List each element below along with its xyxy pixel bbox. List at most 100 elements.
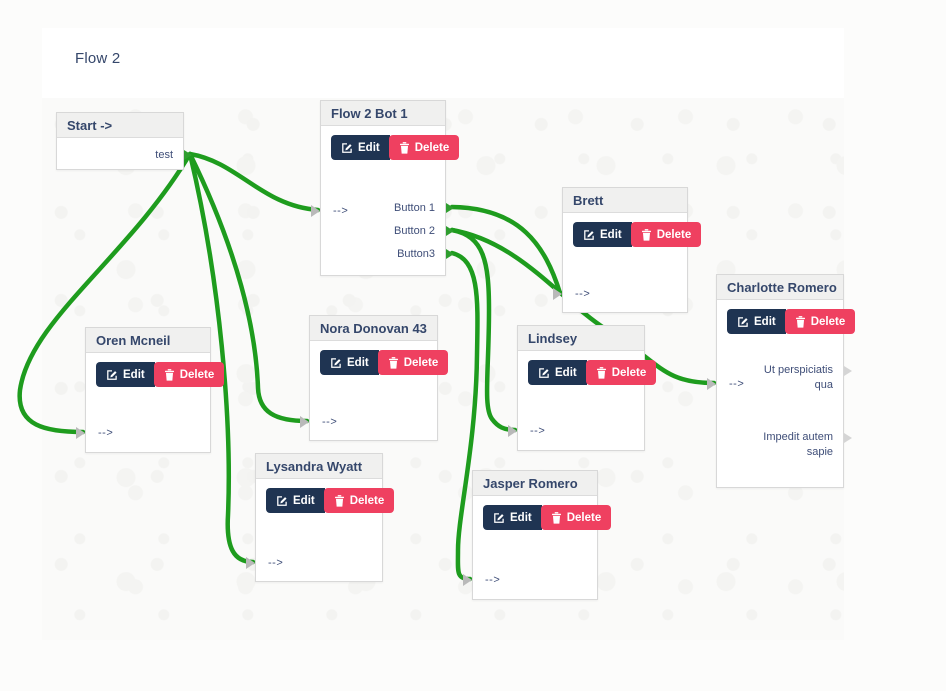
node-actions: Edit Delete bbox=[528, 360, 657, 385]
edit-button[interactable]: Edit bbox=[331, 135, 390, 160]
edit-button[interactable]: Edit bbox=[573, 222, 632, 247]
input-port-label: --> bbox=[575, 288, 591, 300]
delete-button[interactable]: Delete bbox=[784, 309, 856, 334]
trash-icon bbox=[334, 494, 344, 507]
input-port-icon[interactable] bbox=[246, 557, 255, 569]
trash-icon bbox=[641, 228, 651, 241]
node-title: Lindsey bbox=[518, 326, 644, 351]
delete-button-label: Delete bbox=[810, 315, 846, 328]
edit-button[interactable]: Edit bbox=[528, 360, 587, 385]
node-title: Charlotte Romero bbox=[717, 275, 843, 300]
delete-button[interactable]: Delete bbox=[153, 362, 225, 387]
output-port-icon[interactable] bbox=[844, 433, 852, 443]
delete-button[interactable]: Delete bbox=[377, 350, 449, 375]
input-port-row: --> bbox=[463, 569, 597, 591]
output-port-label: test bbox=[155, 149, 173, 161]
input-port-row: --> bbox=[300, 411, 437, 433]
flow-header: Flow 2 bbox=[42, 28, 844, 98]
page-title: Flow 2 bbox=[75, 50, 121, 67]
output-port-row: Button3 bbox=[321, 243, 454, 265]
input-port-row: --> bbox=[246, 552, 382, 574]
node-actions: Edit Delete bbox=[483, 505, 612, 530]
input-port-row: --> bbox=[553, 283, 687, 305]
delete-button-label: Delete bbox=[611, 366, 647, 379]
edit-button-label: Edit bbox=[123, 368, 145, 381]
node-actions: Edit Delete bbox=[266, 488, 395, 513]
pencil-square-icon bbox=[539, 367, 549, 378]
delete-button[interactable]: Delete bbox=[540, 505, 612, 530]
delete-button[interactable]: Delete bbox=[585, 360, 657, 385]
edit-button-label: Edit bbox=[347, 356, 369, 369]
output-port-row: Button 2 bbox=[321, 220, 454, 242]
input-port-label: --> bbox=[485, 574, 501, 586]
edit-button-label: Edit bbox=[358, 141, 380, 154]
node-title: Lysandra Wyatt bbox=[256, 454, 382, 479]
input-port-icon[interactable] bbox=[508, 425, 517, 437]
output-port-row: Button 1 bbox=[321, 197, 454, 219]
output-port-row: Impedit autem sapie bbox=[747, 430, 852, 460]
trash-icon bbox=[795, 315, 805, 328]
trash-icon bbox=[164, 368, 174, 381]
input-port-icon[interactable] bbox=[707, 378, 716, 390]
trash-icon bbox=[596, 366, 606, 379]
pencil-square-icon bbox=[107, 369, 117, 380]
trash-icon bbox=[399, 141, 409, 154]
node-actions: Edit Delete bbox=[573, 222, 702, 247]
delete-button[interactable]: Delete bbox=[323, 488, 395, 513]
input-port-icon[interactable] bbox=[553, 288, 562, 300]
output-port-row: test bbox=[57, 144, 192, 166]
node-actions: Edit Delete bbox=[320, 350, 449, 375]
output-port-icon[interactable] bbox=[184, 150, 192, 160]
pencil-square-icon bbox=[738, 316, 748, 327]
node-title: Flow 2 Bot 1 bbox=[321, 101, 445, 126]
delete-button-label: Delete bbox=[179, 368, 215, 381]
trash-icon bbox=[551, 511, 561, 524]
delete-button[interactable]: Delete bbox=[630, 222, 702, 247]
edit-button-label: Edit bbox=[510, 511, 532, 524]
edit-button-label: Edit bbox=[754, 315, 776, 328]
output-port-row: Ut perspiciatis qua bbox=[747, 363, 852, 393]
input-port-label: --> bbox=[729, 378, 745, 390]
delete-button-label: Delete bbox=[566, 511, 602, 524]
delete-button[interactable]: Delete bbox=[388, 135, 460, 160]
flow-node-start[interactable]: Start ->test bbox=[56, 112, 192, 170]
input-port-row: --> bbox=[76, 422, 210, 444]
output-port-icon[interactable] bbox=[844, 366, 852, 376]
output-port-icon[interactable] bbox=[446, 226, 454, 236]
delete-button-label: Delete bbox=[656, 228, 692, 241]
output-port-icon[interactable] bbox=[446, 203, 454, 213]
node-title: Jasper Romero bbox=[473, 471, 597, 496]
input-port-row: --> bbox=[508, 420, 644, 442]
pencil-square-icon bbox=[331, 357, 341, 368]
node-actions: Edit Delete bbox=[727, 309, 856, 334]
output-port-icon[interactable] bbox=[446, 249, 454, 259]
edit-button[interactable]: Edit bbox=[320, 350, 379, 375]
node-actions: Edit Delete bbox=[331, 135, 460, 160]
edit-button-label: Edit bbox=[293, 494, 315, 507]
edit-button[interactable]: Edit bbox=[727, 309, 786, 334]
node-title: Brett bbox=[563, 188, 687, 213]
output-port-label: Impedit autem sapie bbox=[763, 431, 833, 458]
input-port-label: --> bbox=[322, 416, 338, 428]
pencil-square-icon bbox=[277, 495, 287, 506]
pencil-square-icon bbox=[494, 512, 504, 523]
pencil-square-icon bbox=[584, 229, 594, 240]
input-port-icon[interactable] bbox=[311, 205, 320, 217]
edit-button[interactable]: Edit bbox=[483, 505, 542, 530]
edit-button-label: Edit bbox=[600, 228, 622, 241]
input-port-icon[interactable] bbox=[300, 416, 309, 428]
edit-button-label: Edit bbox=[555, 366, 577, 379]
input-port-label: --> bbox=[98, 427, 114, 439]
edit-button[interactable]: Edit bbox=[96, 362, 155, 387]
input-port-icon[interactable] bbox=[76, 427, 85, 439]
input-port-icon[interactable] bbox=[463, 574, 472, 586]
edit-button[interactable]: Edit bbox=[266, 488, 325, 513]
